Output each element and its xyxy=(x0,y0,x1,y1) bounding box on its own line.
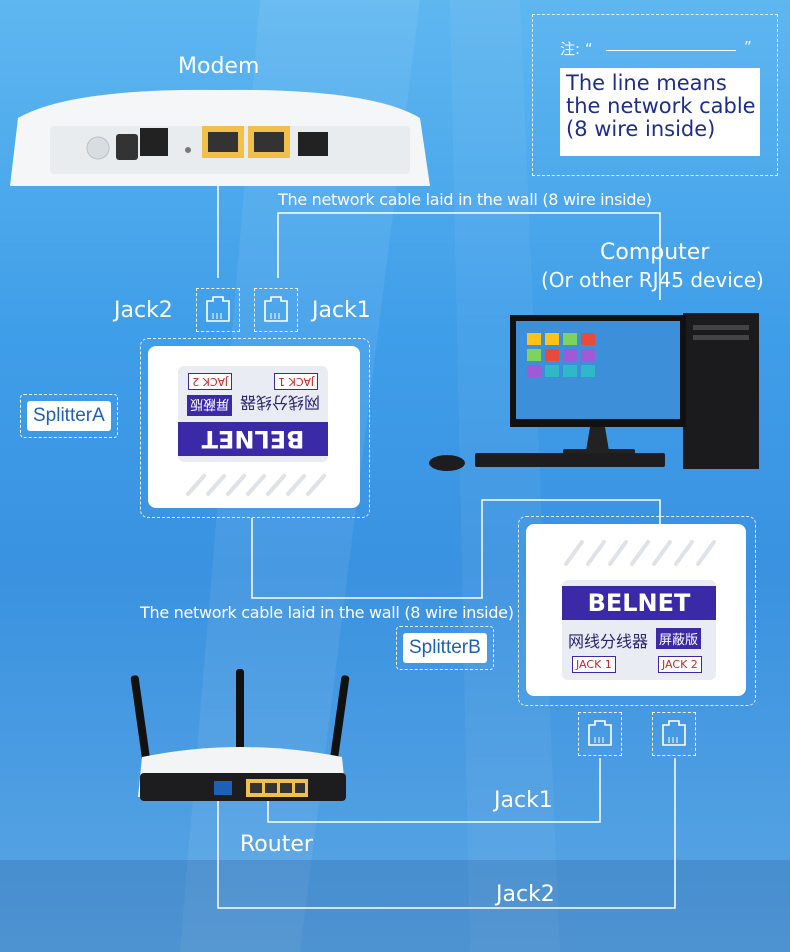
legend-note xyxy=(532,14,778,176)
cable-jack1-computer xyxy=(277,212,661,300)
computer-label: Computer xyxy=(600,240,710,265)
splitter-b-jack2-tag: JACK 2 xyxy=(658,656,702,673)
modem-label: Modem xyxy=(178,54,260,79)
jack1-router-label: Jack1 xyxy=(494,788,553,813)
legend-prefix: 注: “ xyxy=(560,40,593,58)
splitter-a-jack1-icon xyxy=(254,288,298,332)
splitter-a-device: BELNET 网线分线器 屏蔽版 JACK 1 JACK 2 xyxy=(148,346,360,508)
cable-label-middle: The network cable laid in the wall (8 wi… xyxy=(140,603,514,622)
splitter-b-jack1-tag: JACK 1 xyxy=(572,656,616,673)
splitter-a-jack2-tag: JACK 2 xyxy=(188,373,232,390)
splitter-a-label: SplitterA xyxy=(27,401,111,431)
router-image xyxy=(130,669,350,801)
legend-text-box xyxy=(560,68,760,156)
splitter-b-jack1-icon xyxy=(578,712,622,756)
splitter-a-jack2-icon xyxy=(196,288,240,332)
modem-image xyxy=(10,89,430,186)
splitter-a-subtitle: 网线分线器 xyxy=(239,393,320,412)
splitter-a-outline xyxy=(140,338,370,518)
splitter-b-outline xyxy=(518,516,756,706)
splitter-a-jack1-tag: JACK 1 xyxy=(274,373,318,390)
splitter-b-brand: BELNET xyxy=(562,586,716,620)
splitter-b-tag: SplitterB xyxy=(396,626,494,670)
computer-sublabel: (Or other RJ45 device) xyxy=(541,268,764,292)
splitter-a-tag: SplitterA xyxy=(20,394,118,438)
cable-jack2-router xyxy=(217,758,676,909)
splitter-a-shield: 屏蔽版 xyxy=(186,395,232,416)
cable-label-top: The network cable laid in the wall (8 wi… xyxy=(278,190,652,209)
legend-line-sample xyxy=(606,50,736,51)
splitter-b-jack2-icon xyxy=(652,712,696,756)
router-label: Router xyxy=(240,832,313,857)
cable-jack1-router xyxy=(267,758,601,823)
splitter-b-label: SplitterB xyxy=(403,633,487,663)
cable-splitter-a-b xyxy=(251,499,661,599)
splitter-b-shield: 屏蔽版 xyxy=(656,628,702,649)
splitter-a-brand: BELNET xyxy=(178,422,328,456)
splitter-a-jack2-label: Jack2 xyxy=(114,298,173,323)
legend-text: The line means the network cable (8 wire… xyxy=(566,71,756,141)
computer-image xyxy=(429,313,759,471)
jack2-router-label: Jack2 xyxy=(496,882,555,907)
splitter-a-jack1-label: Jack1 xyxy=(312,298,371,323)
legend-suffix: ” xyxy=(744,38,752,56)
splitter-b-subtitle: 网线分线器 xyxy=(568,632,649,651)
splitter-b-device: BELNET 网线分线器 屏蔽版 JACK 1 JACK 2 xyxy=(526,524,746,696)
